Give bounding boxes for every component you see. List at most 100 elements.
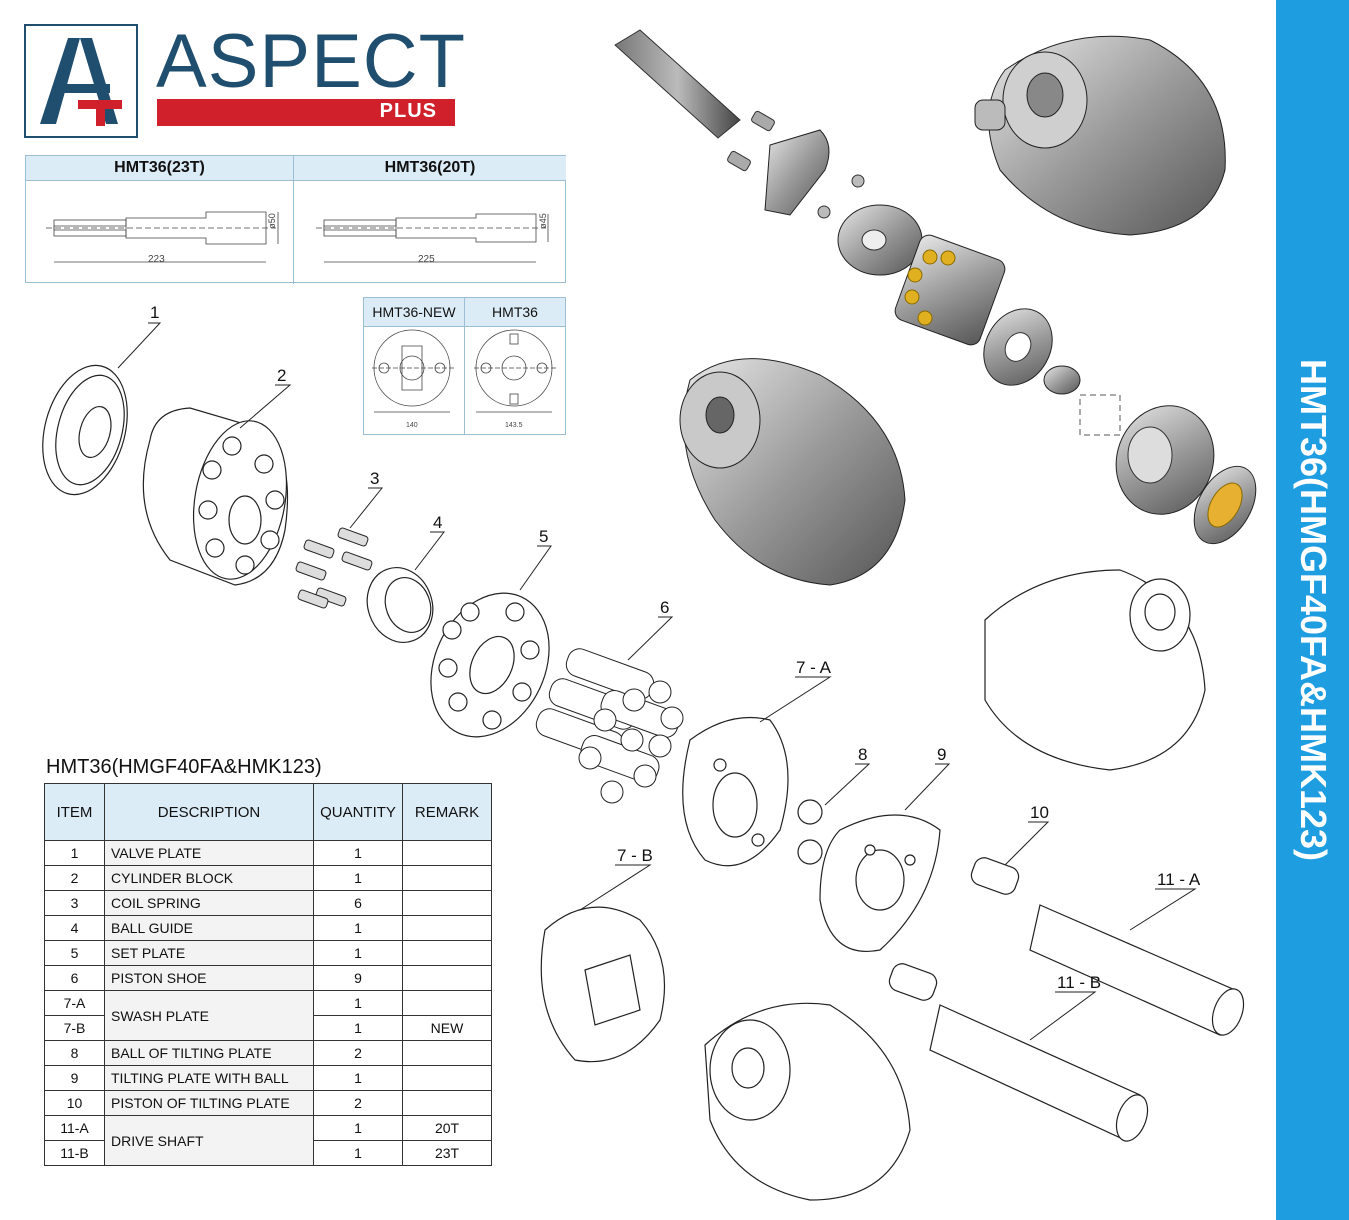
part-piston-shoes <box>535 648 684 804</box>
callout-5: 5 <box>539 527 549 546</box>
callout-11b: 11 - B <box>1057 973 1102 992</box>
logo-plus-text: PLUS <box>379 100 437 122</box>
row-item: 9 <box>44 1065 105 1091</box>
callout-6: 6 <box>660 598 670 617</box>
callout-7b: 7 - B <box>617 846 653 865</box>
plate-header-new: HMT36-NEW <box>364 298 465 327</box>
part-swash-plate-a <box>682 716 789 867</box>
callout-8: 8 <box>858 745 868 764</box>
row-remark <box>402 840 492 866</box>
row-description: CYLINDER BLOCK <box>104 865 314 891</box>
col-description: DESCRIPTION <box>104 783 314 841</box>
row-quantity: 2 <box>313 1090 403 1116</box>
shaft-header-20t: HMT36(20T) <box>294 156 566 181</box>
row-remark <box>402 890 492 916</box>
callout-leaders <box>117 322 1197 1041</box>
model-banner-text: HMT36(HMGF40FA&HMK123) <box>1292 358 1334 862</box>
row-remark <box>402 915 492 941</box>
plate-header-old: HMT36 <box>465 298 565 327</box>
row-remark <box>402 1040 492 1066</box>
shaft-drawings <box>46 211 549 263</box>
plate-dim-new: 140 <box>406 422 418 429</box>
row-item: 2 <box>44 865 105 891</box>
plate-drawing-new <box>372 329 454 413</box>
row-item: 1 <box>44 840 105 866</box>
rendered-small-parts-top <box>1043 365 1121 436</box>
row-quantity: 1 <box>313 1015 403 1041</box>
callout-1: 1 <box>150 303 160 322</box>
shaft-table-divider <box>293 156 294 284</box>
row-remark: NEW <box>402 1015 492 1041</box>
plate-drawings <box>372 329 556 413</box>
rendered-valve-plate-top <box>1193 465 1257 545</box>
shaft-drawing-20t <box>316 213 549 263</box>
callout-9: 9 <box>937 745 947 764</box>
rendered-pistons-top <box>894 234 1006 346</box>
part-drive-shaft-a <box>1029 904 1245 1036</box>
row-description: PISTON SHOE <box>104 965 314 991</box>
part-tilt-pistons <box>888 857 1020 1001</box>
parts-table-title: HMT36(HMGF40FA&HMK123) <box>46 756 322 778</box>
row-item: 11-A <box>44 1115 105 1141</box>
row-remark <box>402 1090 492 1116</box>
row-description: SWASH PLATE <box>104 990 314 1041</box>
row-quantity: 2 <box>313 1040 403 1066</box>
row-quantity: 1 <box>313 940 403 966</box>
rendered-swash-plate-top <box>764 129 830 216</box>
row-description: BALL GUIDE <box>104 915 314 941</box>
row-item: 3 <box>44 890 105 916</box>
row-item: 7-A <box>44 990 105 1016</box>
row-quantity: 1 <box>313 915 403 941</box>
rendered-shaft-top <box>614 29 741 139</box>
row-description: DRIVE SHAFT <box>104 1115 314 1166</box>
logo-plus-bar: PLUS <box>157 99 455 126</box>
rendered-set-plate-top <box>983 308 1053 386</box>
logo-letters-graphic <box>40 38 122 126</box>
model-banner: HMT36(HMGF40FA&HMK123) <box>1276 0 1349 1220</box>
row-quantity: 9 <box>313 965 403 991</box>
plate-table-divider <box>464 298 465 434</box>
col-remark: REMARK <box>402 783 492 841</box>
part-assembly-lineart-bottom <box>704 1002 911 1201</box>
callout-3: 3 <box>370 469 380 488</box>
row-quantity: 1 <box>313 865 403 891</box>
part-drive-shaft-b <box>929 1004 1149 1142</box>
callout-4: 4 <box>433 513 443 532</box>
shaft-length-20t: 225 <box>418 254 435 265</box>
part-swash-plate-b <box>540 906 666 1063</box>
row-item: 7-B <box>44 1015 105 1041</box>
row-item: 5 <box>44 940 105 966</box>
row-description: COIL SPRING <box>104 890 314 916</box>
shaft-dimension-table: HMT36(23T) HMT36(20T) 223 225 ø50 ø45 <box>25 155 566 284</box>
col-quantity: QUANTITY <box>313 783 403 841</box>
row-quantity: 1 <box>313 990 403 1016</box>
row-remark <box>402 940 492 966</box>
part-valve-plate <box>42 364 128 496</box>
row-item: 6 <box>44 965 105 991</box>
row-item: 11-B <box>44 1140 105 1166</box>
shaft-header-23t: HMT36(23T) <box>26 156 294 181</box>
rendered-balls-top <box>817 174 865 219</box>
rendered-assembly-right <box>974 35 1226 236</box>
row-quantity: 1 <box>313 1115 403 1141</box>
row-remark <box>402 865 492 891</box>
rendered-pins-top <box>727 110 775 172</box>
shaft-length-23t: 223 <box>148 254 165 265</box>
row-remark: 23T <box>402 1140 492 1166</box>
parts-table-header-row: ITEM DESCRIPTION QUANTITY REMARK <box>44 783 492 841</box>
row-item: 8 <box>44 1040 105 1066</box>
rendered-ball-guide-top <box>837 204 923 276</box>
row-item: 10 <box>44 1090 105 1116</box>
rendered-assembly-middle <box>679 358 906 586</box>
plate-compare-table: HMT36-NEW HMT36 140 143.5 <box>363 297 566 435</box>
part-set-plate <box>430 592 550 738</box>
